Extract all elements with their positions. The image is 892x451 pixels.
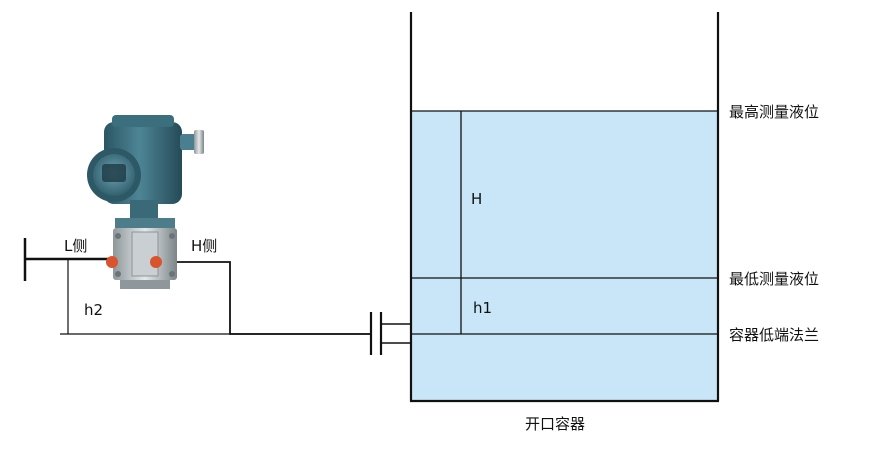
h2-label: h2 [84, 301, 103, 319]
H-label: H [471, 190, 482, 208]
min-level-label: 最低测量液位 [729, 270, 819, 288]
max-level-label: 最高测量液位 [729, 103, 819, 121]
open-container [409, 12, 720, 403]
l-port-icon [106, 256, 118, 268]
container-label: 开口容器 [525, 415, 585, 433]
h-side-label: H侧 [191, 237, 217, 255]
flange [369, 312, 411, 355]
h-port-icon [150, 256, 162, 268]
impulse-piping [23, 238, 371, 335]
l-side-label: L侧 [64, 237, 87, 255]
pressure-transmitter-icon [87, 115, 204, 289]
h1-label: h1 [473, 299, 492, 317]
h-side-pipe [160, 261, 371, 335]
flange-label: 容器低端法兰 [729, 326, 819, 344]
liquid-fill [411, 111, 718, 401]
